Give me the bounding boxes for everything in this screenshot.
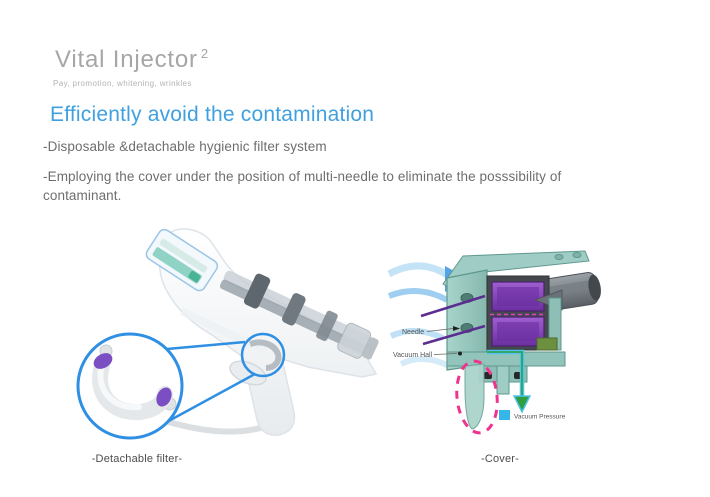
cover-diagram: Needle Vacuum Hall Vacuum Pressure (387, 250, 601, 435)
needle-shaft (420, 294, 486, 318)
device-body-highlight (180, 307, 269, 355)
legend-swatch-icon (499, 410, 510, 420)
highlight-ellipse (455, 359, 499, 435)
grip-hole (229, 360, 267, 386)
bullet-filter-system: -Disposable &detachable hygienic filter … (43, 139, 327, 154)
left-figure-caption: -Detachable filter- (91, 453, 183, 465)
svg-text:Vacuum Hall: Vacuum Hall (393, 352, 433, 359)
detachable-filter (92, 344, 177, 421)
needle-shaft (422, 324, 486, 346)
housing-stem (496, 365, 510, 395)
injector-illustration (76, 228, 379, 440)
vacuum-hall-label: Vacuum Hall (393, 351, 462, 359)
product-title-superscript: 2 (200, 46, 209, 61)
seal-block (536, 337, 558, 351)
cover-blade (464, 363, 485, 430)
product-title-text: Vital Injector (55, 46, 198, 73)
filter-in-device (249, 339, 282, 371)
section-heading: Efficiently avoid the contamination (50, 103, 375, 126)
svg-text:Vacuum Pressure: Vacuum Pressure (514, 414, 566, 421)
svg-text:Needle: Needle (402, 329, 424, 336)
magnifier-connector-line (164, 372, 256, 425)
needle-label: Needle (402, 326, 460, 336)
vacuum-flow-arrow-icon (487, 349, 532, 414)
product-subtitle: Pay, promotion, whitening, wrinkles (53, 79, 192, 88)
screw-icon (572, 252, 582, 258)
magnifier-connector-line (166, 340, 246, 351)
screw-icon (554, 254, 564, 260)
device-screen (145, 228, 219, 292)
magnifier-source-circle (240, 332, 286, 378)
bullet-cover: -Employing the cover under the position … (43, 169, 562, 203)
device-body (158, 228, 378, 436)
vacuum-pressure-legend: Vacuum Pressure (499, 410, 566, 421)
right-figure-caption: -Cover- (480, 453, 520, 465)
syringe-carriage (219, 270, 379, 360)
